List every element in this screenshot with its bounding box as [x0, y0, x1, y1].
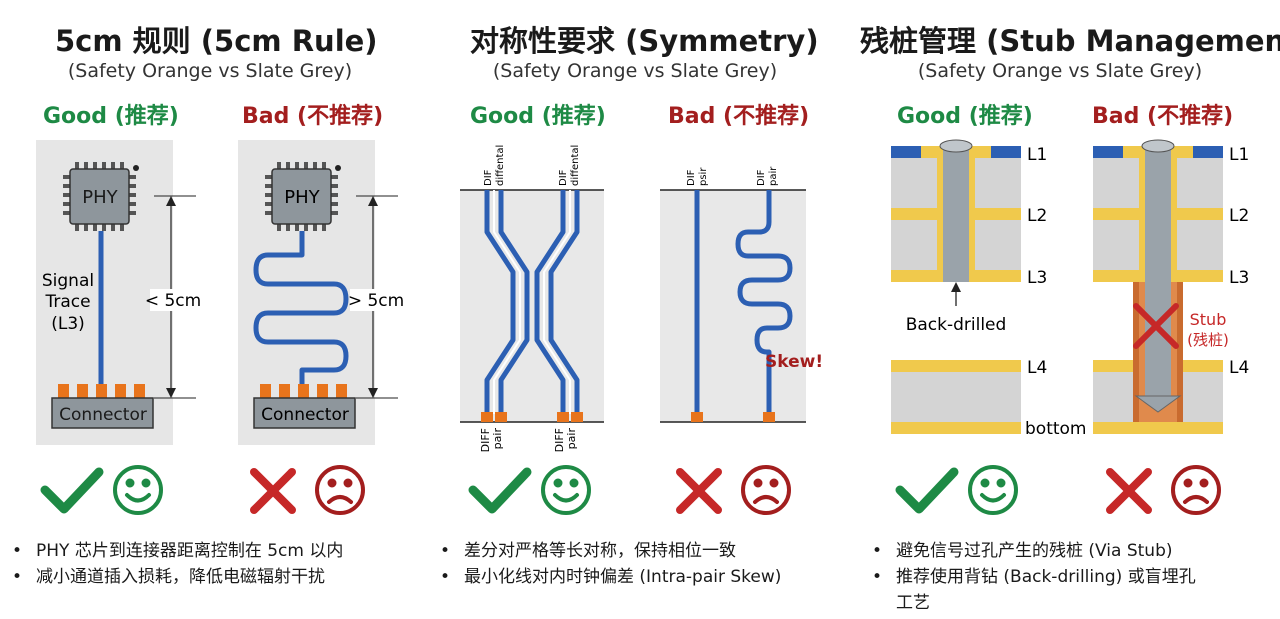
- stub-good-diagram: Back-drilled: [891, 139, 1021, 434]
- panel-1-subtitle: (Safety Orange vs Slate Grey): [67, 60, 353, 82]
- rule-bad-connector-label: Connector: [261, 405, 349, 425]
- sym-bad-top-1: DIF: [686, 169, 697, 186]
- layer-bottom-label: bottom: [1025, 419, 1086, 439]
- check-icon: [895, 467, 959, 514]
- sym-good-top-4: diffental: [570, 145, 581, 186]
- sad-face-icon: [1171, 465, 1221, 515]
- sym-good-bottom-2: pair: [491, 428, 504, 450]
- stub-bad-label-1: Stub: [1190, 310, 1227, 329]
- sym-bad-top-3: DIF: [756, 169, 767, 186]
- panel-3-bullet-2-cont: 工艺: [896, 593, 930, 613]
- cross-icon: [250, 468, 296, 514]
- layer-l3-label: L3: [1027, 268, 1047, 288]
- panel-2-title: 对称性要求 (Symmetry): [470, 24, 819, 58]
- stub-layer-labels: L1 L2 L3 L4 bottom L1 L2 L3 L4: [1025, 145, 1249, 439]
- sym-good-bottom-3: DIFF: [553, 428, 566, 452]
- panel-1-bullet-2: •减小通道插入损耗，降低电磁辐射干扰: [12, 567, 325, 587]
- panel-3-title: 残桩管理 (Stub Management): [860, 24, 1280, 58]
- symmetry-bad-diagram: Skew! DIF psir DIF pair: [660, 166, 823, 423]
- stub-bad-diagram: Stub (残桩): [1093, 139, 1229, 434]
- stub-bad-label-2: (残桩): [1187, 331, 1229, 349]
- rule-bad-length: > 5cm: [348, 291, 404, 311]
- panel-3-good-label: Good (推荐): [897, 104, 1033, 129]
- sad-face-icon: [741, 465, 791, 515]
- rule-good-diagram: PHY Connector Signal Trace (L3) < 5cm: [36, 140, 201, 445]
- sym-good-bottom-4: pair: [565, 428, 578, 450]
- rule-good-chip-label: PHY: [82, 187, 118, 208]
- layer-l2-label-right: L2: [1229, 206, 1249, 226]
- layer-l2-label: L2: [1027, 206, 1047, 226]
- rule-good-trace-label-1: Signal: [42, 271, 94, 291]
- layer-l3-label-right: L3: [1229, 268, 1249, 288]
- panel-3-bullet-2: •推荐使用背钻 (Back-drilling) 或盲埋孔: [872, 567, 1196, 587]
- sym-bad-skew: Skew!: [765, 352, 823, 372]
- panel-3-subtitle: (Safety Orange vs Slate Grey): [917, 60, 1203, 82]
- rule-good-trace-label-2: Trace: [44, 292, 90, 312]
- sym-bad-top-2: psir: [698, 167, 709, 186]
- rule-good-length: < 5cm: [145, 291, 201, 311]
- rule-good-connector-label: Connector: [59, 405, 147, 425]
- stub-good-backdrill-label: Back-drilled: [906, 315, 1007, 335]
- panel-3-bullet-1: •避免信号过孔产生的残桩 (Via Stub): [872, 541, 1173, 561]
- smiley-icon: [113, 465, 163, 515]
- sym-good-top-3: DIF: [558, 169, 569, 186]
- panel-2-good-label: Good (推荐): [470, 104, 606, 129]
- panel-1-title: 5cm 规则 (5cm Rule): [55, 24, 378, 58]
- sym-bad-top-4: pair: [768, 166, 779, 186]
- panel-1-bad-label: Bad (不推荐): [242, 104, 384, 129]
- panel-2-bullet-1: •差分对严格等长对称，保持相位一致: [440, 541, 736, 561]
- check-icon: [468, 467, 532, 514]
- symmetry-good-diagram: DIF diffental DIF diffental DIFF pair DI…: [460, 145, 604, 452]
- rule-bad-chip-label: PHY: [284, 187, 320, 208]
- panel-2-subtitle: (Safety Orange vs Slate Grey): [492, 60, 778, 82]
- panel-1-good-label: Good (推荐): [43, 104, 179, 129]
- cross-icon: [676, 468, 722, 514]
- panel-1-bullet-1: •PHY 芯片到连接器距离控制在 5cm 以内: [12, 541, 344, 561]
- smiley-icon: [968, 465, 1018, 515]
- panel-2-bullet-2: •最小化线对内时钟偏差 (Intra-pair Skew): [440, 567, 782, 587]
- check-icon: [40, 467, 104, 514]
- rule-bad-diagram: PHY Connector > 5cm: [238, 140, 404, 445]
- sad-face-icon: [315, 465, 365, 515]
- sym-good-top-1: DIF: [483, 169, 494, 186]
- layer-l4-label: L4: [1027, 358, 1047, 378]
- rule-good-trace-label-3: (L3): [51, 314, 85, 334]
- layer-l4-label-right: L4: [1229, 358, 1249, 378]
- layer-l1-label-right: L1: [1229, 145, 1249, 165]
- panel-2-bad-label: Bad (不推荐): [668, 104, 810, 129]
- stub-cross-icon: [1133, 303, 1179, 349]
- cross-icon: [1106, 468, 1152, 514]
- sym-good-top-2: diffental: [495, 145, 506, 186]
- layer-l1-label: L1: [1027, 145, 1047, 165]
- sym-good-bottom-1: DIFF: [479, 428, 492, 452]
- smiley-icon: [541, 465, 591, 515]
- panel-3-bad-label: Bad (不推荐): [1092, 104, 1234, 129]
